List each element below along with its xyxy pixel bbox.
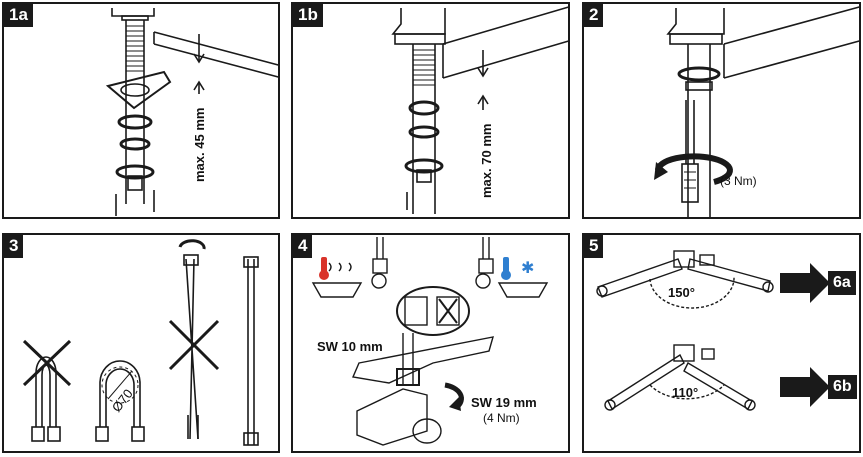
wrench-size-small-label: SW 10 mm bbox=[317, 339, 383, 354]
step-panel-2: 2 (3 Nm) bbox=[582, 2, 861, 219]
cross-mark-icon bbox=[22, 319, 220, 387]
wrench-size-large-label: SW 19 mm bbox=[471, 395, 537, 410]
step-panel-1a: 1a m bbox=[2, 2, 280, 219]
step-panel-1b: 1b max. 70 mm bbox=[291, 2, 570, 219]
step-panel-4: 4 ✱ bbox=[291, 233, 570, 453]
step-panel-3: 3 Ø70 bbox=[2, 233, 280, 453]
svg-text:✱: ✱ bbox=[521, 258, 534, 277]
hose-bending-illustration bbox=[22, 239, 259, 446]
faucet-mounting-illustration bbox=[391, 6, 568, 214]
step-badge: 1a bbox=[4, 4, 33, 27]
max-length-label: max. 70 mm bbox=[479, 123, 494, 198]
tightening-illustration bbox=[654, 6, 859, 217]
angle-label-b: 110° bbox=[672, 385, 699, 400]
rotation-arrow-icon bbox=[178, 239, 206, 250]
step-panel-5: 5 150° 110° 6a 6b bbox=[582, 233, 861, 453]
torque-label: (3 Nm) bbox=[720, 174, 757, 188]
next-step-label: 6a bbox=[828, 271, 856, 295]
max-length-label: max. 45 mm bbox=[192, 107, 207, 182]
connection-illustration: ✱ bbox=[311, 237, 549, 446]
next-step-label: 6b bbox=[828, 375, 857, 399]
step-badge: 1b bbox=[293, 4, 323, 27]
rotation-arrow-icon bbox=[655, 153, 733, 185]
torque-label: (4 Nm) bbox=[483, 411, 520, 425]
step-badge: 4 bbox=[293, 235, 313, 258]
right-arrow-icon bbox=[780, 263, 830, 407]
snowflake-cold-icon: ✱ bbox=[501, 257, 534, 280]
step-badge: 3 bbox=[4, 235, 24, 258]
step-badge: 2 bbox=[584, 4, 604, 27]
faucet-mounting-illustration bbox=[105, 8, 278, 216]
step-badge: 5 bbox=[584, 235, 604, 258]
thermometer-hot-icon bbox=[319, 257, 329, 280]
spout-angle-illustration bbox=[596, 250, 830, 411]
angle-label-a: 150° bbox=[668, 285, 695, 300]
